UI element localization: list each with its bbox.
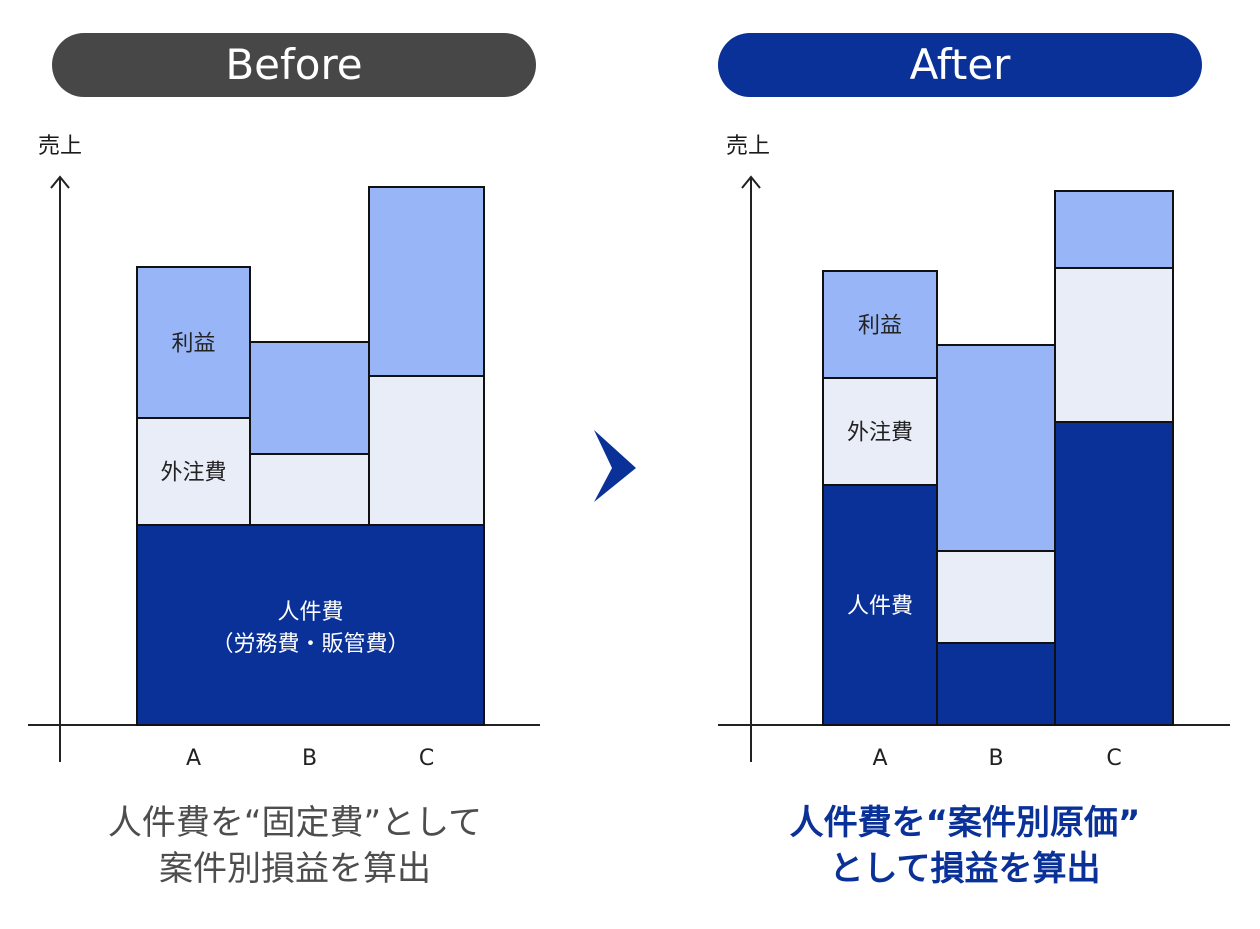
after-y-axis-arrowhead <box>741 175 761 189</box>
after-bar-profit-a <box>822 270 938 379</box>
after-tick-label-b: B <box>988 746 1003 771</box>
before-profit-label: 利益 <box>171 332 215 357</box>
after-bar-outsourcing-c <box>1054 267 1174 423</box>
after-profit-label: 利益 <box>858 314 902 339</box>
after-bar-outsourcing-b <box>936 550 1056 644</box>
after-panel: After 売上 A B C 人件費 外注費 利益 人件費を“案件別原価” として損益を算… <box>630 0 1260 929</box>
after-bar-labor-c <box>1054 421 1174 726</box>
after-tick-label-a: A <box>872 746 887 771</box>
after-labor-label: 人件費 <box>847 594 913 619</box>
before-labor-label: 人件費 <box>277 600 343 625</box>
after-caption-line2: として損益を算出 <box>829 849 1101 889</box>
before-pill: Before <box>52 33 536 97</box>
after-tick-label-c: C <box>1106 746 1121 771</box>
before-caption-line2: 案件別損益を算出 <box>159 849 431 889</box>
after-bar-profit-c <box>1054 190 1174 269</box>
before-y-axis-label: 売上 <box>38 134 83 159</box>
before-bar-outsourcing-c <box>368 375 485 526</box>
after-pill: After <box>718 33 1202 97</box>
after-stacked-bar-chart: A B C 人件費 外注費 利益 <box>718 175 1230 771</box>
after-bar-outsourcing-a <box>822 377 938 486</box>
before-y-axis-arrowhead <box>50 175 70 189</box>
after-y-axis-label: 売上 <box>726 134 771 159</box>
before-caption: 人件費を“固定費”として 案件別損益を算出 <box>0 800 610 892</box>
before-bar-profit-b <box>249 341 370 455</box>
after-caption-line1: 人件費を“案件別原価” <box>789 803 1141 843</box>
before-stacked-bar-chart: A B C 人件費 （労務費・販管費） 外注費 利益 <box>28 175 540 771</box>
before-bar-labor-fixed <box>136 524 485 726</box>
after-caption: 人件費を“案件別原価” として損益を算出 <box>650 800 1260 892</box>
before-bar-profit-c <box>368 186 485 377</box>
after-bar-profit-b <box>936 344 1056 552</box>
before-tick-label-a: A <box>186 746 201 771</box>
before-bar-outsourcing-b <box>249 453 370 526</box>
before-caption-line1: 人件費を“固定費”として <box>107 803 483 843</box>
after-bar-labor-b <box>936 642 1056 726</box>
after-bar-labor-a <box>822 484 938 726</box>
after-outsourcing-label: 外注費 <box>847 421 913 446</box>
before-tick-label-b: B <box>302 746 317 771</box>
before-outsourcing-label: 外注費 <box>160 461 226 486</box>
before-tick-label-c: C <box>419 746 434 771</box>
before-labor-sublabel: （労務費・販管費） <box>211 632 409 657</box>
before-bar-outsourcing-a <box>136 417 251 526</box>
chevron-right-icon <box>594 430 636 502</box>
before-bar-profit-a <box>136 266 251 419</box>
before-panel: Before 売上 A B C 人件費 （労務費・販管費） 外注費 利益 人件費を“固定費”… <box>0 33 610 892</box>
